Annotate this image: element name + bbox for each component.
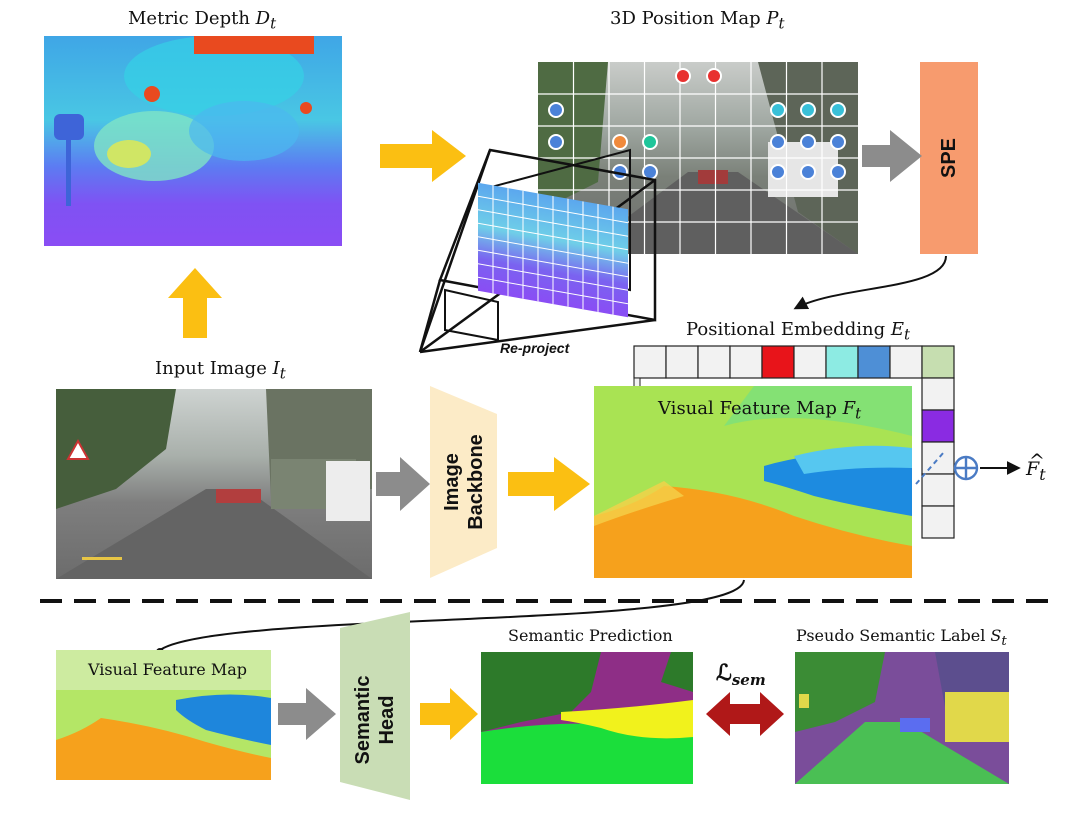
arrow-input-to-backbone: [376, 457, 430, 511]
pseudo-label-title: Pseudo Semantic Label St: [796, 626, 1007, 650]
position-map-title: 3D Position Map Pt: [610, 8, 785, 33]
depth-texture: [54, 36, 314, 206]
position-point: [548, 134, 564, 150]
reproject-depth-plane: [478, 182, 628, 318]
semantic-prediction-title: Semantic Prediction: [508, 626, 673, 645]
metric-depth-map: [44, 36, 342, 246]
position-point: [642, 134, 658, 150]
feature-map-texture: [594, 386, 912, 578]
semantic-head-label: Semantic Head: [352, 675, 398, 765]
lower-visual-feature-map: Visual Feature Map: [56, 650, 271, 780]
loss-label: ℒsem: [716, 660, 766, 690]
embedding-cell: [633, 345, 667, 379]
position-point: [675, 68, 691, 84]
embedding-cell: [729, 345, 763, 379]
arrow-position-to-spe: [862, 130, 922, 182]
arrow-depth-to-position: [380, 130, 466, 182]
embedding-cell: [825, 345, 859, 379]
semantic-prediction-map: [481, 652, 693, 784]
input-image: [56, 389, 372, 579]
position-point: [548, 102, 564, 118]
embedding-cell: [665, 345, 699, 379]
plane-grid-line: [478, 276, 628, 305]
embedding-cell: [921, 441, 955, 475]
embedding-cell: [921, 505, 955, 539]
arrow-input-to-depth: [168, 268, 222, 338]
position-point: [770, 102, 786, 118]
arrow-head-to-prediction: [420, 688, 478, 740]
lower-feature-texture: [56, 650, 271, 780]
plane-grid-line: [478, 263, 628, 291]
embedding-cell: [921, 473, 955, 507]
position-point: [800, 102, 816, 118]
plane-grid-line: [478, 209, 628, 237]
embedding-cell: [921, 377, 955, 411]
position-point: [612, 134, 628, 150]
plane-grid-line: [478, 249, 628, 278]
semantic-prediction-regions: [481, 652, 693, 784]
input-image-title: Input Image It: [155, 358, 286, 383]
embedding-cell: [761, 345, 795, 379]
positional-embedding-title: Positional Embedding Et: [686, 319, 911, 344]
plane-grid-line: [478, 236, 628, 264]
plane-grid-line: [478, 195, 628, 224]
position-point: [800, 164, 816, 180]
arrow-backbone-to-feature: [508, 457, 590, 511]
input-scene: [56, 389, 372, 579]
embedding-cell: [697, 345, 731, 379]
hat-mark: ^: [1029, 450, 1045, 472]
position-point: [830, 102, 846, 118]
visual-feature-map: Visual Feature Map Ft: [594, 386, 912, 578]
reproject-label: Re-project: [500, 340, 570, 356]
position-point: [830, 164, 846, 180]
pseudo-label-regions: [795, 652, 1009, 784]
position-point: [770, 164, 786, 180]
position-grid: [538, 62, 858, 254]
position-point: [800, 134, 816, 150]
visual-feature-map-title: Visual Feature Map Ft: [658, 398, 862, 423]
spe-block: SPE: [920, 62, 978, 254]
embedding-cell: [857, 345, 891, 379]
arrow-spe-to-embedding: [793, 255, 947, 310]
embedding-cell: [921, 345, 955, 379]
arrow-feature-to-lower: [159, 579, 745, 651]
metric-depth-title: Metric Depth Dt: [128, 8, 277, 33]
position-point: [770, 134, 786, 150]
pseudo-semantic-label: [795, 652, 1009, 784]
embedding-cell: [921, 409, 955, 443]
depth-plane-grid: [478, 185, 628, 315]
loss-double-arrow: [706, 692, 784, 736]
position-point: [706, 68, 722, 84]
output-feature-label: Ft ^: [1026, 450, 1046, 484]
arrow-lower-to-head: [278, 688, 336, 740]
lower-visual-feature-title: Visual Feature Map: [88, 660, 247, 679]
dashed-fusion-link: [915, 451, 945, 485]
position-point: [830, 134, 846, 150]
plane-grid-line: [478, 222, 628, 251]
